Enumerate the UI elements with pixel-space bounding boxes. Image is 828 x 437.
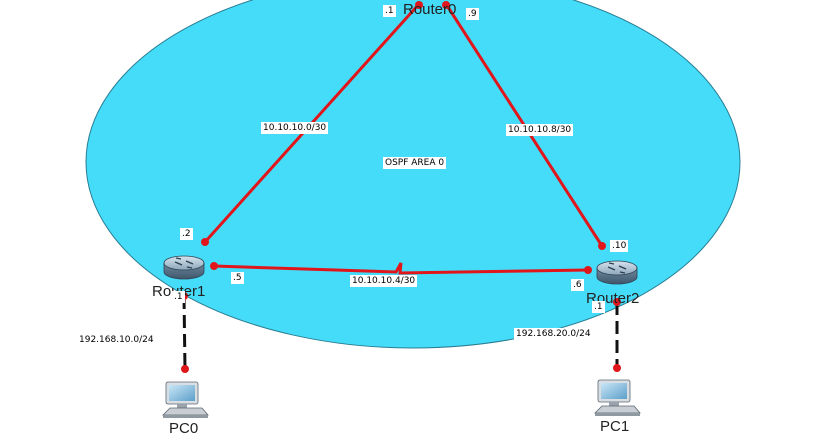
endpoint-dot (442, 1, 450, 9)
ip-label-router2-r1: .6 (571, 279, 584, 291)
endpoint-dot (584, 266, 592, 274)
endpoint-dot (181, 365, 189, 373)
network-label-r0-r2: 10.10.10.8/30 (506, 124, 574, 136)
ospf-area-ellipse (85, 0, 741, 349)
ip-label-router0-r1: .1 (383, 5, 396, 17)
pc1-label: PC1 (600, 418, 630, 435)
endpoint-dot (613, 298, 621, 306)
pc0-icon[interactable] (162, 381, 209, 418)
ip-label-router1-r2: .5 (231, 272, 244, 284)
router2-icon[interactable] (596, 260, 638, 285)
endpoint-dot (613, 364, 621, 372)
network-label-r0-r1: 10.10.10.0/30 (261, 122, 329, 134)
network-label-r1-r2: 10.10.10.4/30 (350, 275, 418, 287)
endpoint-dot (598, 242, 606, 250)
ospf-area-label: OSPF AREA 0 (383, 157, 447, 169)
ip-label-router1-pc0: .1 (172, 291, 185, 303)
ip-label-router0-r2: .9 (466, 8, 479, 20)
link-router1-router2[interactable] (213, 262, 589, 275)
pc0-label: PC0 (169, 420, 199, 437)
endpoint-dot (210, 262, 218, 270)
endpoint-dot (201, 238, 209, 246)
link-router1-pc0[interactable] (182, 295, 187, 371)
network-label-r1-pc0: 192.168.10.0/24 (77, 334, 156, 346)
ip-label-router1-r0: .2 (180, 228, 193, 240)
ip-label-router2-r0: .10 (610, 240, 629, 252)
ip-label-router2-pc1: .1 (592, 301, 605, 313)
router0-label: Router0 (403, 1, 457, 18)
pc1-icon[interactable] (594, 379, 641, 416)
endpoint-dot (415, 1, 423, 9)
router1-icon[interactable] (163, 255, 205, 280)
network-label-r2-pc1: 192.168.20.0/24 (514, 328, 593, 340)
